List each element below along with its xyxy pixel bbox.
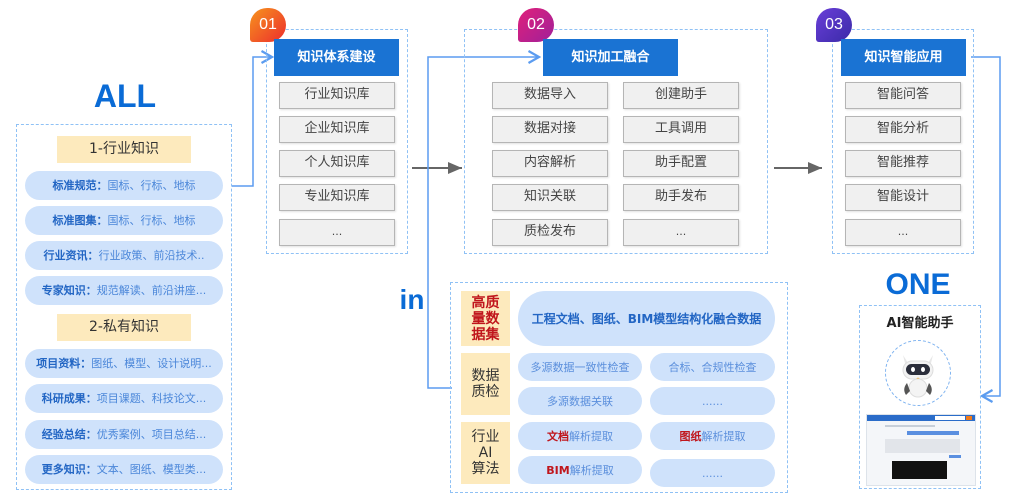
list-item[interactable]: 标准规范：国标、行标、地标 bbox=[25, 171, 223, 200]
stage3-item[interactable]: ... bbox=[845, 219, 961, 246]
list-item[interactable]: 专家知识：规范解读、前沿讲座... bbox=[25, 276, 223, 305]
stage2-item[interactable]: 助手发布 bbox=[623, 184, 739, 211]
list-item[interactable]: 项目资料：图纸、模型、设计说明... bbox=[25, 349, 223, 378]
algorithm-item[interactable]: ...... bbox=[650, 459, 775, 487]
stage2-item[interactable]: 工具调用 bbox=[623, 116, 739, 143]
app-topbar bbox=[867, 415, 975, 421]
list-item[interactable]: 经验总结：优秀案例、项目总结... bbox=[25, 420, 223, 449]
private-knowledge-heading: 2-私有知识 bbox=[57, 314, 191, 341]
stage1-item[interactable]: 个人知识库 bbox=[279, 150, 395, 177]
dataset-label: 高质量数据集 bbox=[461, 291, 510, 346]
stage1-item[interactable]: 企业知识库 bbox=[279, 116, 395, 143]
algorithm-item[interactable]: 图纸解析提取 bbox=[650, 422, 775, 450]
industry-knowledge-heading: 1-行业知识 bbox=[57, 136, 191, 163]
list-item[interactable]: 科研成果：项目课题、科技论文... bbox=[25, 384, 223, 413]
stage3-item[interactable]: 智能推荐 bbox=[845, 150, 961, 177]
algorithm-item[interactable]: 文档解析提取 bbox=[518, 422, 642, 450]
quality-item[interactable]: ...... bbox=[650, 387, 775, 415]
stage3-item[interactable]: 智能设计 bbox=[845, 184, 961, 211]
stage3-badge: 03 bbox=[816, 8, 852, 42]
stage3-item[interactable]: 智能问答 bbox=[845, 82, 961, 109]
stage2-item[interactable]: 内容解析 bbox=[492, 150, 608, 177]
list-item[interactable]: 更多知识：文本、图纸、模型类... bbox=[25, 455, 223, 484]
stage2-panel bbox=[464, 29, 768, 254]
stage2-item[interactable]: ... bbox=[623, 219, 739, 246]
stage2-item[interactable]: 数据导入 bbox=[492, 82, 608, 109]
quality-item[interactable]: 合标、合规性检查 bbox=[650, 353, 775, 381]
structured-data-pill[interactable]: 工程文档、图纸、BIM模型结构化融合数据 bbox=[518, 291, 775, 346]
stage2-badge: 02 bbox=[518, 8, 554, 42]
stage2-title[interactable]: 知识加工融合 bbox=[543, 39, 678, 76]
list-item[interactable]: 标准图集：国标、行标、地标 bbox=[25, 206, 223, 235]
stage3-title[interactable]: 知识智能应用 bbox=[841, 39, 966, 76]
stage1-title[interactable]: 知识体系建设 bbox=[274, 39, 399, 76]
knowledge-sources-panel bbox=[16, 124, 232, 490]
quality-item[interactable]: 多源数据一致性检查 bbox=[518, 353, 642, 381]
stage1-item[interactable]: ... bbox=[279, 219, 395, 246]
in-label: in bbox=[399, 284, 425, 315]
quality-check-label: 数据质检 bbox=[461, 353, 510, 415]
stage3-panel bbox=[832, 29, 974, 254]
robot-mascot-icon bbox=[885, 340, 951, 406]
stage1-badge: 01 bbox=[250, 8, 286, 42]
stage2-item[interactable]: 助手配置 bbox=[623, 150, 739, 177]
stage1-item[interactable]: 行业知识库 bbox=[279, 82, 395, 109]
stage1-item[interactable]: 专业知识库 bbox=[279, 184, 395, 211]
stage2-item[interactable]: 数据对接 bbox=[492, 116, 608, 143]
stage1-panel bbox=[266, 29, 408, 254]
one-title: ONE bbox=[885, 268, 951, 301]
list-item[interactable]: 行业资讯：行业政策、前沿技术.. bbox=[25, 241, 223, 270]
stage2-item[interactable]: 创建助手 bbox=[623, 82, 739, 109]
all-title: ALL bbox=[93, 78, 157, 114]
quality-item[interactable]: 多源数据关联 bbox=[518, 387, 642, 415]
assistant-title: AI智能助手 bbox=[886, 316, 954, 331]
stage2-item[interactable]: 知识关联 bbox=[492, 184, 608, 211]
stage2-item[interactable]: 质检发布 bbox=[492, 219, 608, 246]
assistant-app-screenshot bbox=[866, 414, 976, 486]
stage3-item[interactable]: 智能分析 bbox=[845, 116, 961, 143]
assistant-panel bbox=[859, 305, 981, 489]
